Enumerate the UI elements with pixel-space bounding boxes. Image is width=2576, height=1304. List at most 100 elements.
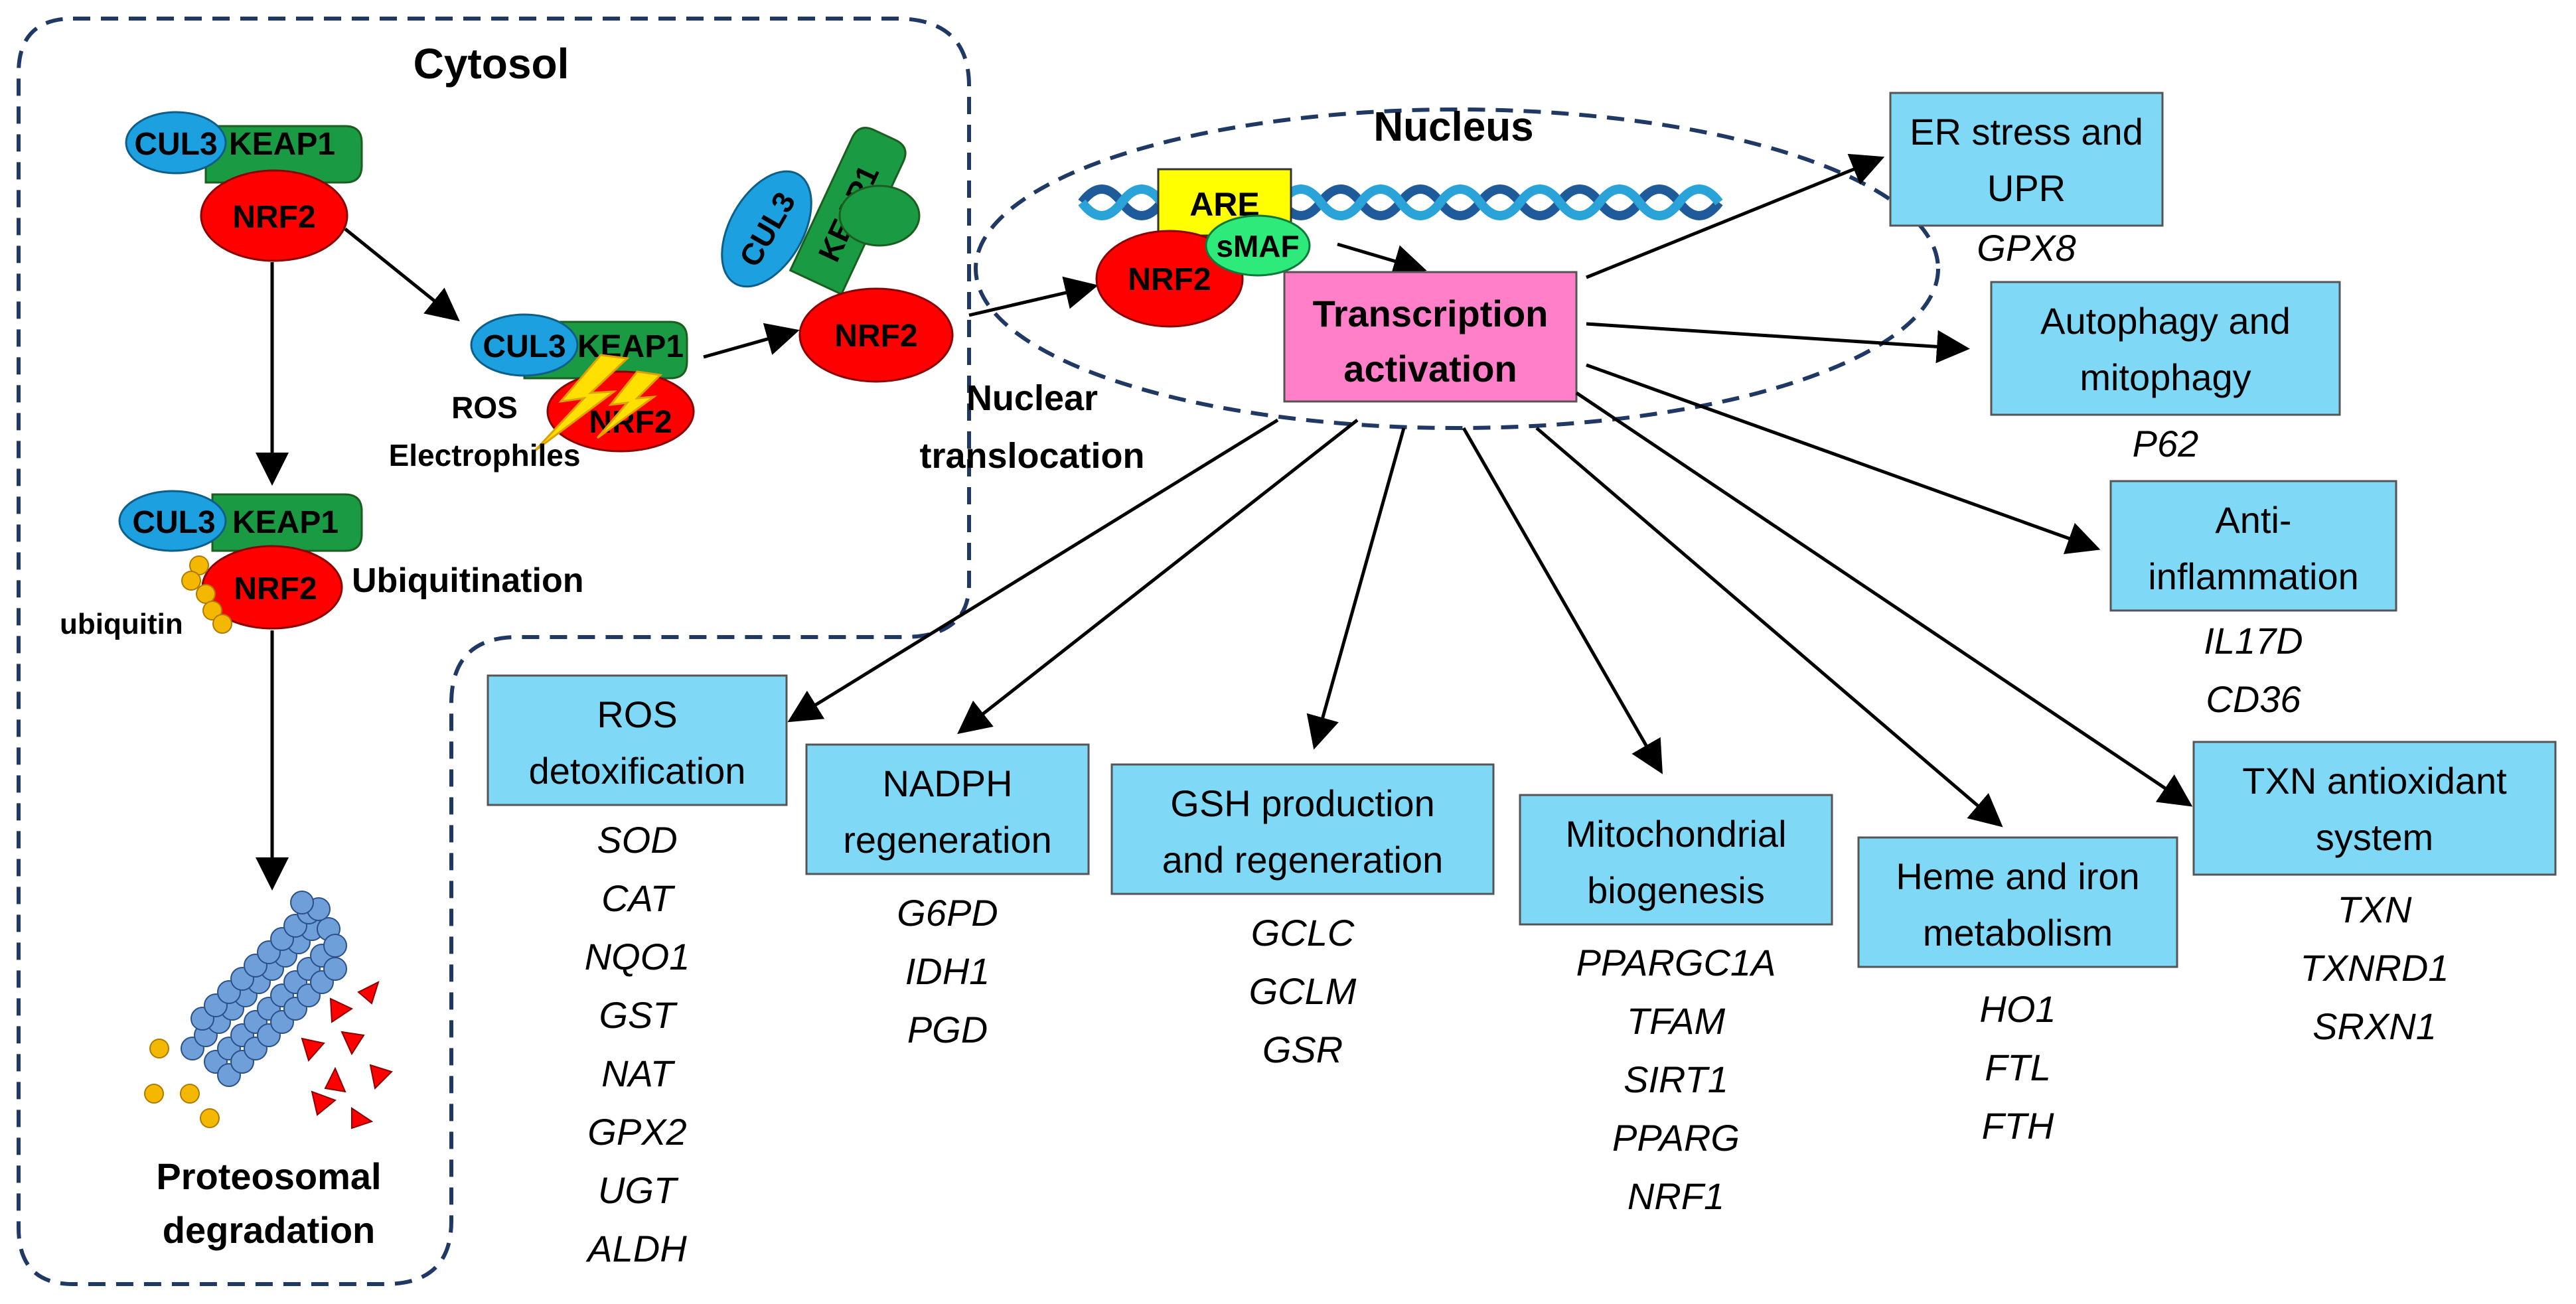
gene-label: PPARGC1A bbox=[1576, 942, 1776, 983]
gene-label: FTL bbox=[1985, 1047, 2051, 1088]
ubiquitin-icon bbox=[212, 614, 232, 634]
translocation-label: translocation bbox=[919, 436, 1144, 476]
target-box bbox=[487, 674, 788, 806]
gene-label: UGT bbox=[598, 1169, 679, 1211]
target-box bbox=[2192, 741, 2557, 876]
target-arrows bbox=[787, 153, 2193, 828]
gene-label: SRXN1 bbox=[2312, 1005, 2437, 1047]
gene-label: IL17D bbox=[2204, 620, 2303, 662]
target-title: UPR bbox=[1987, 167, 2066, 209]
cul3-shape bbox=[721, 170, 812, 288]
nrf2-label: NRF2 bbox=[232, 200, 315, 235]
ubiquitin-fragments bbox=[144, 1039, 220, 1128]
target-group: MitochondrialbiogenesisPPARGC1ATFAMSIRT1… bbox=[1519, 794, 1833, 1217]
keap1-nrf2-complex-ubiquitinated: CUL3 KEAP1 NRF2 bbox=[118, 490, 363, 634]
cul3-shape bbox=[125, 111, 227, 175]
transcription-activation-box bbox=[1283, 271, 1578, 403]
nucleus-region bbox=[974, 108, 1940, 430]
target-title: metabolism bbox=[1923, 912, 2113, 954]
target-title: ER stress and bbox=[1910, 111, 2143, 153]
ubiquitin-label: ubiquitin bbox=[60, 608, 183, 640]
gene-label: G6PD bbox=[897, 892, 998, 934]
transcription-label: Transcription bbox=[1313, 293, 1549, 334]
gene-label: PGD bbox=[907, 1009, 988, 1050]
target-title: TXN antioxidant bbox=[2242, 760, 2507, 802]
nrf2-label: NRF2 bbox=[234, 571, 317, 607]
target-box bbox=[1857, 836, 2178, 968]
target-box bbox=[1519, 794, 1833, 926]
cul3-label: CUL3 bbox=[132, 505, 215, 540]
keap1-label: KEAP1 bbox=[229, 127, 335, 162]
nucleus-label: Nucleus bbox=[1373, 104, 1533, 150]
target-box bbox=[805, 743, 1090, 875]
target-title: biogenesis bbox=[1587, 869, 1765, 911]
nrf2-free-shape bbox=[798, 287, 954, 383]
gene-label: PPARG bbox=[1612, 1117, 1740, 1159]
target-title: regeneration bbox=[843, 819, 1051, 861]
nrf2-shape bbox=[200, 169, 348, 262]
gene-label: NRF1 bbox=[1628, 1175, 1724, 1217]
gene-label: IDH1 bbox=[905, 950, 990, 992]
ubiquitin-icon bbox=[196, 584, 216, 604]
nrf2-label: NRF2 bbox=[1128, 262, 1211, 297]
lightning-bolt-icon bbox=[533, 354, 630, 453]
target-title: GSH production bbox=[1170, 782, 1434, 824]
ubiquitin-icon bbox=[202, 601, 222, 620]
gene-label: P62 bbox=[2133, 423, 2199, 465]
keap1-shape bbox=[211, 493, 363, 552]
target-title: Autophagy and bbox=[2040, 300, 2291, 342]
cytosol-region bbox=[17, 17, 971, 1286]
target-box bbox=[1990, 281, 2341, 416]
target-group: ROSdetoxificationSODCATNQO1GSTNATGPX2UGT… bbox=[487, 674, 788, 1269]
gene-label: GPX8 bbox=[1977, 227, 2076, 269]
gene-label: TXN bbox=[2338, 889, 2413, 930]
target-title: NADPH bbox=[882, 762, 1012, 804]
gene-label: FTH bbox=[1982, 1105, 2054, 1147]
lightning-bolt-icon bbox=[596, 370, 663, 439]
gene-label: GCLM bbox=[1249, 970, 1357, 1012]
activation-arrow bbox=[1337, 242, 1427, 277]
activation-label: activation bbox=[1343, 348, 1517, 390]
target-title: detoxification bbox=[529, 750, 746, 792]
degradation-label: degradation bbox=[163, 1209, 375, 1251]
ubiquitination-label: Ubiquitination bbox=[352, 561, 583, 600]
gene-label: GCLC bbox=[1251, 912, 1355, 954]
gene-label: GST bbox=[599, 994, 678, 1036]
target-title: ROS bbox=[597, 693, 677, 735]
keap1-label: KEAP1 bbox=[577, 329, 684, 364]
nuclear-translocation-arrow bbox=[968, 276, 1099, 317]
ros-label: ROS bbox=[451, 390, 518, 425]
cul3-label: CUL3 bbox=[483, 329, 566, 364]
cul3-shape bbox=[118, 490, 227, 552]
gene-label: NQO1 bbox=[585, 936, 690, 978]
keap1-nrf2-complex-basal: CUL3 KEAP1 NRF2 bbox=[125, 111, 363, 262]
target-box bbox=[1889, 92, 2164, 227]
keap1-cul3-released: KEAP1 CUL3 bbox=[721, 127, 921, 296]
keap1-label: KEAP1 bbox=[232, 505, 339, 540]
peptide-fragments bbox=[301, 981, 393, 1129]
target-title: and regeneration bbox=[1162, 839, 1443, 881]
ubiquitin-icon bbox=[181, 571, 201, 591]
gene-label: CAT bbox=[601, 877, 676, 919]
gene-label: TXNRD1 bbox=[2300, 947, 2449, 989]
gene-label: CD36 bbox=[2206, 678, 2301, 720]
proteasome-icon bbox=[181, 891, 347, 1087]
gene-label: NAT bbox=[601, 1052, 676, 1094]
proteosomal-label: Proteosomal bbox=[156, 1155, 381, 1197]
smaf-label: sMAF bbox=[1216, 229, 1299, 263]
cul3-shape bbox=[470, 313, 579, 377]
gene-label: HO1 bbox=[1979, 988, 2056, 1030]
target-title: mitophagy bbox=[2080, 356, 2251, 398]
target-box bbox=[1110, 763, 1495, 895]
target-title: inflammation bbox=[2148, 555, 2358, 597]
cytosol-label: Cytosol bbox=[414, 40, 569, 88]
keap1-kelch-domain bbox=[838, 184, 921, 247]
cytosol-arrows bbox=[256, 228, 800, 891]
smaf-shape bbox=[1205, 214, 1311, 277]
